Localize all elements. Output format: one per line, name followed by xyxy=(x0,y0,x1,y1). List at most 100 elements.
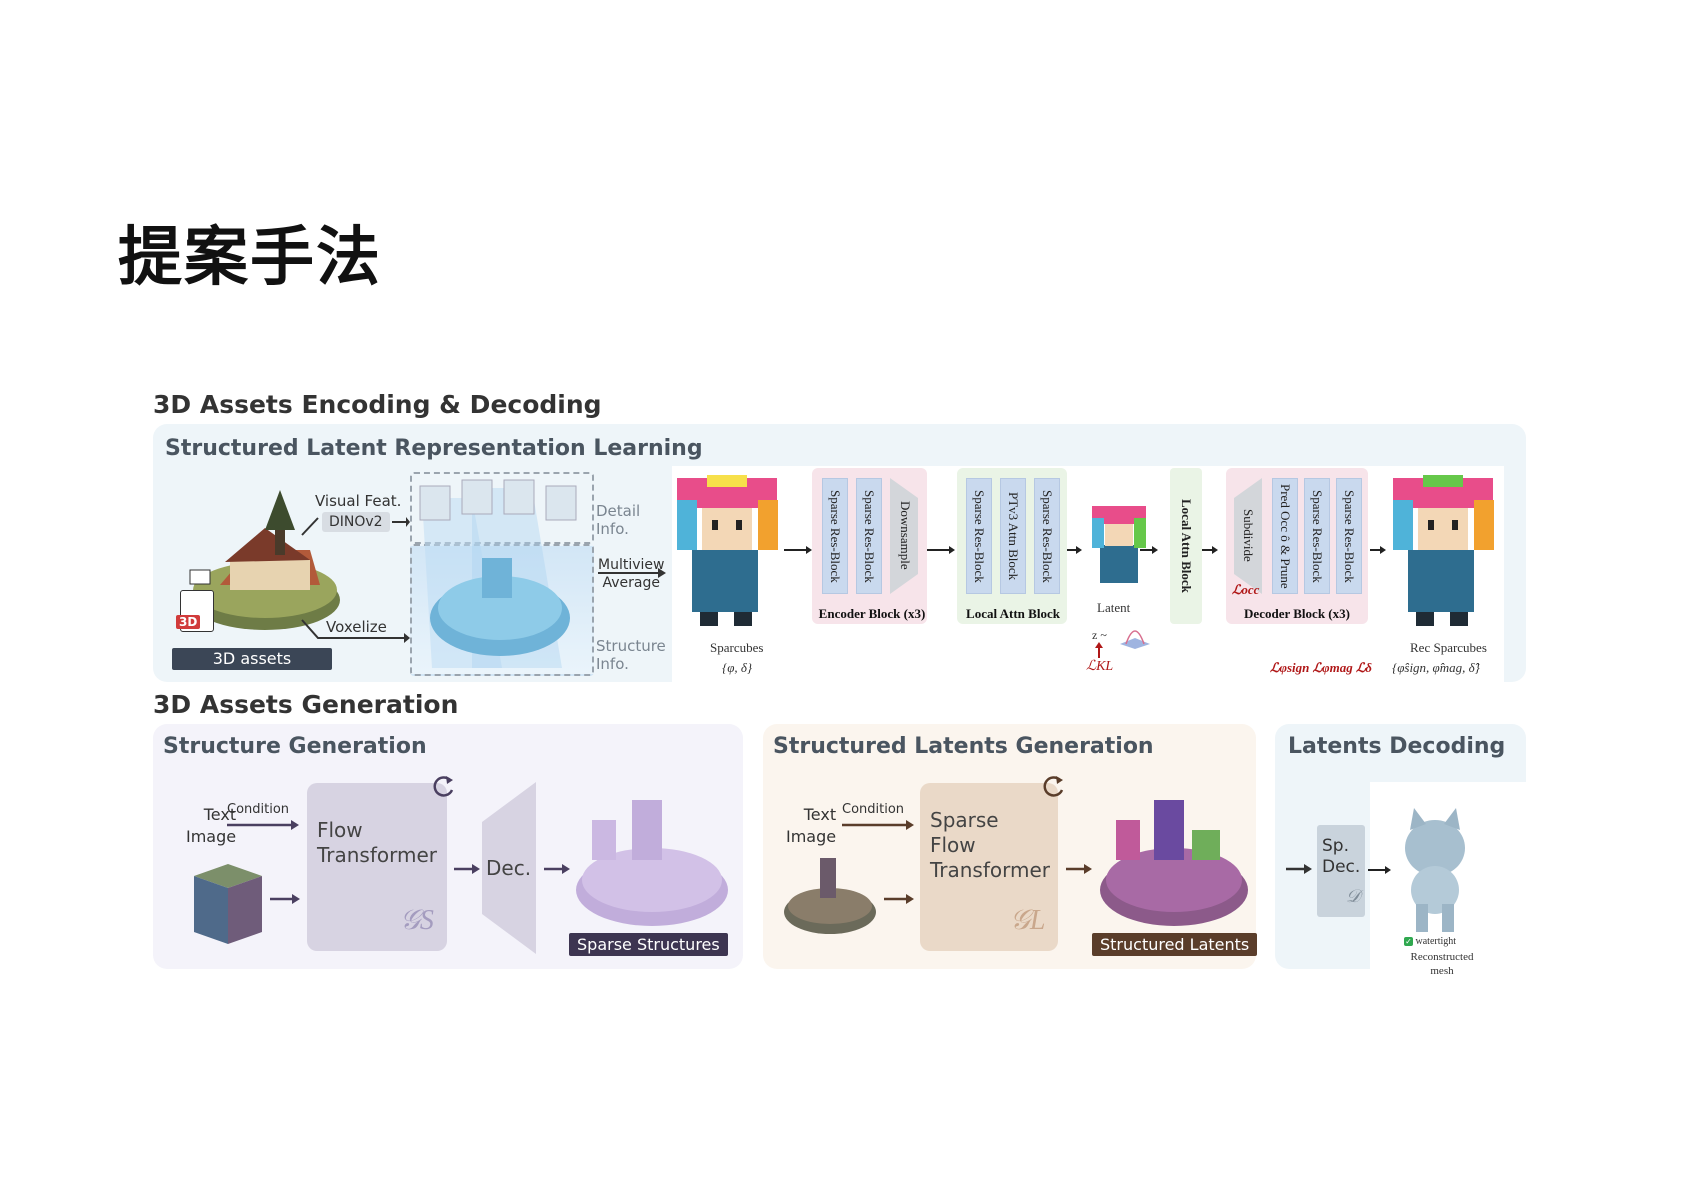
gs-symbol: 𝒢S xyxy=(400,905,434,936)
network-arrows xyxy=(784,546,1386,554)
reconstructed-mesh-label: Reconstructed mesh xyxy=(1396,950,1488,978)
noisy-structure xyxy=(784,858,876,934)
flow-transformer-text: Flow Transformer xyxy=(317,818,437,868)
latents-condition-label: Condition xyxy=(842,802,905,817)
structure-image-label: Image xyxy=(186,827,237,846)
encoder-col-1: Sparse Res-Block xyxy=(822,478,848,594)
3d-assets-tag: 3D assets xyxy=(172,648,332,670)
structured-latents-tag: Structured Latents xyxy=(1092,933,1258,956)
z-label: z ~ xyxy=(1092,628,1107,642)
latents-image-label: Image xyxy=(786,827,837,846)
check-icon: ✓ xyxy=(1404,937,1413,946)
flow-line2: Transformer xyxy=(317,843,438,867)
sp-dec-in-arrow xyxy=(1286,864,1312,874)
dec-to-structure-arrow xyxy=(544,864,570,874)
encoding-section-title: 3D Assets Encoding & Decoding xyxy=(153,390,602,419)
latents-text-label: Text xyxy=(803,805,837,824)
latent-label: Latent xyxy=(1097,600,1131,615)
structure-text-image: Text Image xyxy=(186,804,236,848)
multiview-rays xyxy=(419,479,577,668)
multiview-arrow xyxy=(598,568,666,578)
decoding-title: Latents Decoding xyxy=(1288,734,1506,759)
sp-dec-label: Sp. Dec. xyxy=(1322,836,1360,878)
structure-condition-label: Condition xyxy=(227,802,290,817)
encoding-panel-title: Structured Latent Representation Learnin… xyxy=(165,436,703,461)
latents-gen-title: Structured Latents Generation xyxy=(773,734,1154,759)
detail-info-line1: Detail xyxy=(596,502,641,520)
flow-to-dec-arrow xyxy=(454,864,480,874)
latents-text-image: Text Image xyxy=(786,804,836,848)
local-attn-vertical-label: Local Attn Block xyxy=(1179,499,1194,593)
slide-title: 提案手法 xyxy=(118,221,382,295)
watertight-text: watertight xyxy=(1415,936,1457,947)
local-attn-vertical-block xyxy=(1170,468,1202,624)
sparse-flow-line3: Transformer xyxy=(930,858,1051,882)
latents-refresh-icon xyxy=(1043,776,1064,797)
voxelize-label: Voxelize xyxy=(326,618,387,636)
sparse-flow-transformer-card xyxy=(920,783,1058,951)
multiview-label: Multiview Average xyxy=(598,556,664,592)
downsample-shape xyxy=(890,478,918,594)
multiview-line1: Multiview xyxy=(598,557,665,573)
decoder-col-3: Sparse Res-Block xyxy=(1336,478,1362,594)
decoder-col-2: Sparse Res-Block xyxy=(1304,478,1330,594)
detail-info-label: Detail Info. xyxy=(596,502,640,538)
noise-cube xyxy=(194,864,262,944)
sparcubes-symbol: {φ, δ} xyxy=(722,660,753,675)
rec-symbol: {φ̂sign, φ̂mag, δ̂} xyxy=(1392,660,1480,675)
sparse-flow-line1: Sparse xyxy=(930,808,999,832)
local-attn-col-1: Sparse Res-Block xyxy=(966,478,992,594)
encoder-col-2: Sparse Res-Block xyxy=(856,478,882,594)
generation-section-title: 3D Assets Generation xyxy=(153,690,459,719)
subdivide-label: Subdivide xyxy=(1241,508,1256,562)
structured-latents-shape xyxy=(1100,800,1248,926)
subdivide-shape xyxy=(1234,478,1262,594)
reconstructed-line2: mesh xyxy=(1430,965,1454,977)
noise-arrow xyxy=(270,894,300,904)
sparse-flow-line2: Flow xyxy=(930,833,976,857)
sparse-flow-text: Sparse Flow Transformer xyxy=(930,808,1050,883)
sparcubes-character xyxy=(677,475,778,626)
structure-info-line2: Info. xyxy=(596,655,629,673)
structure-text-label: Text xyxy=(203,805,237,824)
multiview-line2: Average xyxy=(602,575,660,591)
sp-dec-out-arrow xyxy=(1368,866,1391,874)
structure-info-label: Structure Info. xyxy=(596,637,666,673)
decoder-block-label: Decoder Block (x3) xyxy=(1244,606,1350,621)
sp-dec-box xyxy=(1317,825,1365,917)
local-attn-block-label: Local Attn Block xyxy=(966,606,1060,621)
reconstructed-dog-mesh xyxy=(1405,808,1465,932)
kl-arrow xyxy=(1095,642,1103,658)
local-attn-col-2: PTv3 Attn Block xyxy=(1000,478,1026,594)
sp-dec-line1: Sp. xyxy=(1322,836,1349,856)
d-symbol: 𝒟 xyxy=(1346,886,1361,906)
flow-line1: Flow xyxy=(317,818,363,842)
rec-losses: ℒφsign ℒφmag ℒδ xyxy=(1270,660,1372,675)
watertight-label: ✓ watertight xyxy=(1404,936,1456,947)
dec-label: Dec. xyxy=(486,856,532,880)
rec-sparcubes-character xyxy=(1393,475,1494,626)
sparse-structure-shape xyxy=(576,800,728,926)
encoding-input-arrows xyxy=(301,517,410,643)
detail-views-box xyxy=(410,472,594,544)
latents-noise-arrow xyxy=(884,894,914,904)
decoder-col-1: Pred Occ ô & Prune xyxy=(1272,478,1298,594)
latent-character xyxy=(1092,506,1146,583)
structure-gen-title: Structure Generation xyxy=(163,734,427,759)
encoder-block-label: Encoder Block (x3) xyxy=(818,606,926,621)
latents-out-arrow xyxy=(1066,864,1092,874)
gaussian-icon xyxy=(1120,630,1150,649)
3d-badge: 3D xyxy=(176,615,201,629)
local-attn-col-3: Sparse Res-Block xyxy=(1034,478,1060,594)
visual-feat-label: Visual Feat. xyxy=(315,492,402,510)
rec-sparcubes-label: Rec Sparcubes xyxy=(1410,640,1487,655)
sp-dec-line2: Dec. xyxy=(1322,857,1361,877)
latents-condition-arrow xyxy=(842,820,914,830)
structure-info-line1: Structure xyxy=(596,637,666,655)
structure-condition-arrow xyxy=(227,820,299,830)
decoder-trapezoid xyxy=(482,782,536,954)
sparse-structures-tag: Sparse Structures xyxy=(569,933,728,956)
downsample-label: Downsample xyxy=(898,500,913,570)
3d-asset-illustration xyxy=(189,490,340,630)
flow-transformer-card xyxy=(307,783,447,951)
